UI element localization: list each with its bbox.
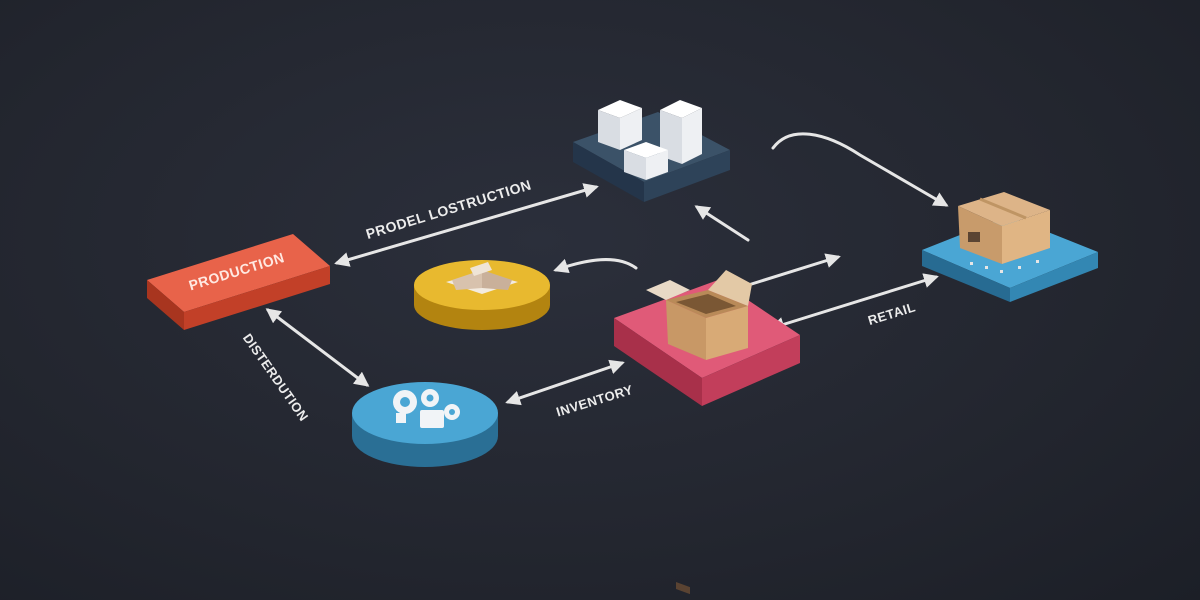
arrow-gears-inventory: [505, 359, 625, 406]
open-book-icon: [446, 262, 518, 294]
production-block[interactable]: PRODUCTION: [147, 234, 330, 330]
connector-arrows: [265, 132, 949, 406]
gears-disc[interactable]: [352, 382, 498, 467]
arrow-inventory-book: [553, 258, 638, 274]
book-disc[interactable]: [414, 260, 550, 330]
distribution-label: DISTERDUTION: [240, 331, 312, 424]
arrow-inventory-retail: [769, 273, 939, 332]
inventory-platform[interactable]: [614, 270, 800, 595]
retail-platform[interactable]: [922, 192, 1098, 302]
warehouse-platform[interactable]: [573, 100, 730, 202]
stacked-boxes-icon: [598, 100, 702, 180]
arrow-warehouse-retail: [771, 132, 949, 207]
gears-icon: [393, 389, 460, 428]
inventory-label: INVENTORY: [554, 382, 635, 420]
open-box-icon: [646, 270, 752, 595]
arrow-production-gears: [265, 308, 370, 387]
arrow-production-warehouse: [334, 183, 599, 267]
retail-label: RETAIL: [866, 299, 917, 328]
prodel-label: PRODEL LOSTRUCTION: [364, 176, 533, 242]
arrow-inventory-up: [740, 253, 841, 289]
arrow-inventory-warehouse: [694, 205, 750, 242]
closed-box-icon: [958, 192, 1050, 264]
